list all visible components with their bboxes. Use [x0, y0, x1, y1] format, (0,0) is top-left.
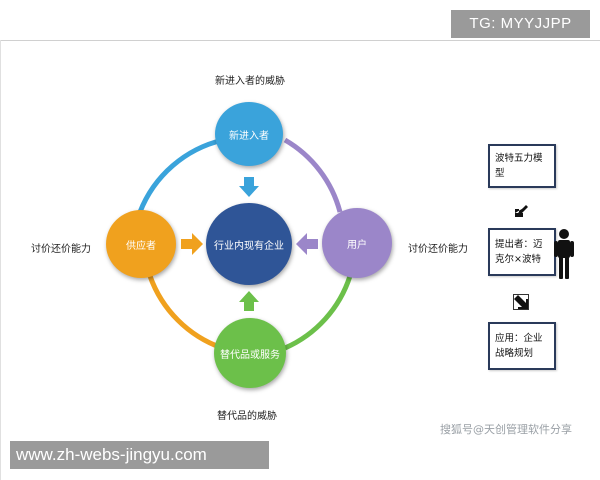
arrow-from-bottom — [239, 291, 259, 311]
substitutes-threat-caption: 替代品的威胁 — [217, 411, 277, 422]
arc-top-left — [137, 137, 224, 213]
node-industry-competitors: 行业内现有企业 — [206, 203, 292, 285]
arc-top-right — [283, 137, 343, 213]
sohu-watermark: 搜狐号@天创管理软件分享 — [440, 423, 572, 436]
supplier-bargaining-caption: 讨价还价能力 — [31, 244, 91, 255]
frame-left-line — [0, 40, 1, 480]
box-author: 提出者：迈克尔×波特 — [488, 228, 556, 276]
node-suppliers: 供应者 — [106, 210, 176, 278]
arrow-from-left — [181, 233, 203, 255]
arc-bottom-right — [283, 275, 353, 351]
arrow-down-left-icon — [513, 203, 529, 219]
node-buyers: 用户 — [322, 208, 392, 278]
node-new-entrants: 新进入者 — [215, 102, 283, 166]
new-entrants-threat-caption: 新进入者的威胁 — [215, 76, 285, 87]
frame-top-line — [0, 40, 600, 41]
person-icon — [554, 229, 574, 279]
box-application: 应用：企业战略规划 — [488, 322, 556, 370]
arc-bottom-left — [147, 275, 223, 351]
box-model-name: 波特五力模型 — [488, 144, 556, 188]
website-banner: www.zh-webs-jingyu.com — [10, 441, 269, 469]
arrow-from-top — [239, 177, 259, 197]
arrow-down-right-icon — [513, 294, 529, 310]
node-substitutes: 替代品或服务 — [214, 318, 286, 388]
tg-banner: TG: MYYJJPP — [451, 10, 590, 38]
buyer-bargaining-caption: 讨价还价能力 — [408, 244, 468, 255]
arrow-from-right — [296, 233, 318, 255]
